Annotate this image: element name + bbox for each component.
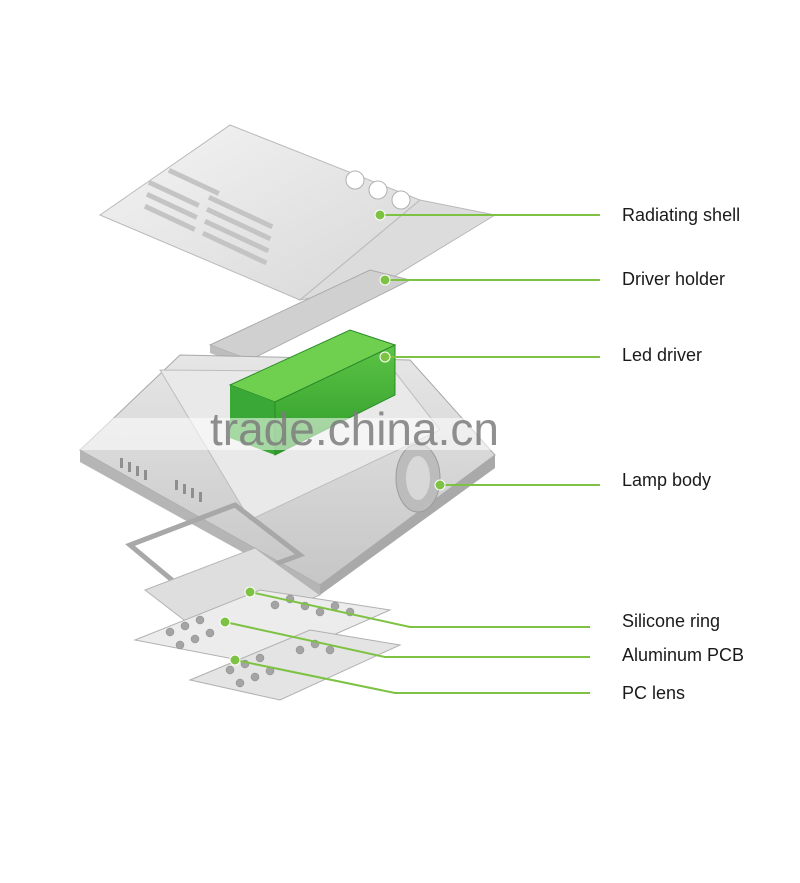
callout-driver-holder: Driver holder	[379, 269, 725, 289]
leader-dot	[219, 616, 231, 628]
callout-aluminum-pcb: Aluminum PCB	[219, 616, 744, 665]
leader-dot	[379, 274, 391, 286]
radiating-shell-part	[98, 124, 497, 301]
leader-dot	[379, 351, 391, 363]
callout-pc-lens: PC lens	[229, 654, 685, 703]
leader-dot	[244, 586, 256, 598]
leader-line	[249, 591, 590, 628]
callout-lamp-body: Lamp body	[434, 470, 711, 491]
callout-label: Aluminum PCB	[622, 645, 744, 665]
leader-dot	[229, 654, 241, 666]
leader-dot	[374, 209, 386, 221]
watermark-text: trade.china.cn	[210, 403, 499, 455]
callout-led-driver: Led driver	[379, 345, 702, 365]
callout-radiating-shell: Radiating shell	[374, 205, 740, 225]
callout-label: Radiating shell	[622, 205, 740, 225]
callout-label: Led driver	[622, 345, 702, 365]
callout-label: Lamp body	[622, 470, 711, 490]
watermark-band	[80, 418, 580, 450]
callout-label: Driver holder	[622, 269, 725, 289]
leader-line	[234, 659, 590, 694]
callout-label: Silicone ring	[622, 611, 720, 631]
leader-line	[224, 621, 590, 658]
leader-dot	[434, 479, 446, 491]
callout-silicone-ring: Silicone ring	[244, 586, 720, 631]
callout-label: PC lens	[622, 683, 685, 703]
